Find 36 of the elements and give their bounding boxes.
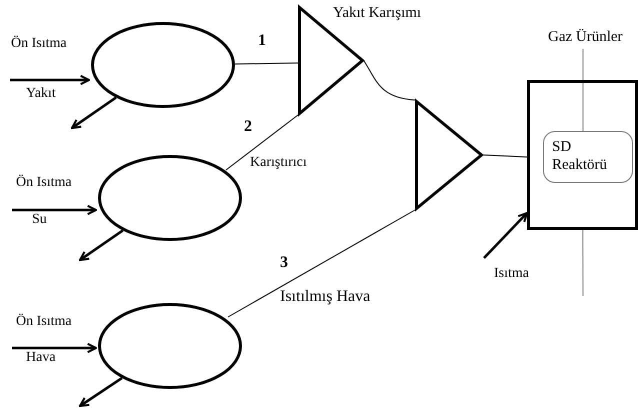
connector-line xyxy=(582,230,584,296)
text-label: Ön Isıtma xyxy=(11,36,67,52)
edge-label: 3 xyxy=(280,254,288,272)
edge-label: 2 xyxy=(244,118,252,136)
text-label: Yakıt xyxy=(26,86,56,102)
mixer-triangle xyxy=(415,100,483,210)
arrow xyxy=(10,74,90,86)
connector-line xyxy=(226,114,298,170)
connector-line xyxy=(582,48,584,132)
arrow xyxy=(78,229,124,262)
arrow xyxy=(12,204,98,216)
reactor-box xyxy=(543,131,633,183)
process-ellipse xyxy=(98,303,242,389)
mixer-triangle xyxy=(298,6,364,115)
node-label: SD Reaktörü xyxy=(552,138,608,174)
text-label: Isıtma xyxy=(494,266,529,282)
text-label: Su xyxy=(32,212,47,228)
process-ellipse xyxy=(91,22,235,108)
arrow xyxy=(483,212,528,259)
arrow xyxy=(78,376,123,408)
reactor-box xyxy=(527,80,638,230)
process-ellipse xyxy=(98,155,242,241)
node-label: Gaz Ürünler xyxy=(548,29,638,47)
arrow xyxy=(70,96,117,130)
connector-line xyxy=(364,60,416,100)
connector-line xyxy=(228,210,416,318)
arrow xyxy=(12,342,98,354)
text-label: Isıtılmış Hava xyxy=(280,288,370,306)
text-label: Hava xyxy=(26,350,56,366)
text-label: Yakıt Karışımı xyxy=(333,5,422,22)
connector-line xyxy=(234,62,298,64)
connector-line xyxy=(482,154,528,158)
text-label: Ön Isıtma xyxy=(16,175,72,192)
text-label: Karıştırıcı xyxy=(250,155,307,172)
edge-label: 1 xyxy=(258,32,266,50)
text-label: Ön Isıtma xyxy=(16,314,72,330)
